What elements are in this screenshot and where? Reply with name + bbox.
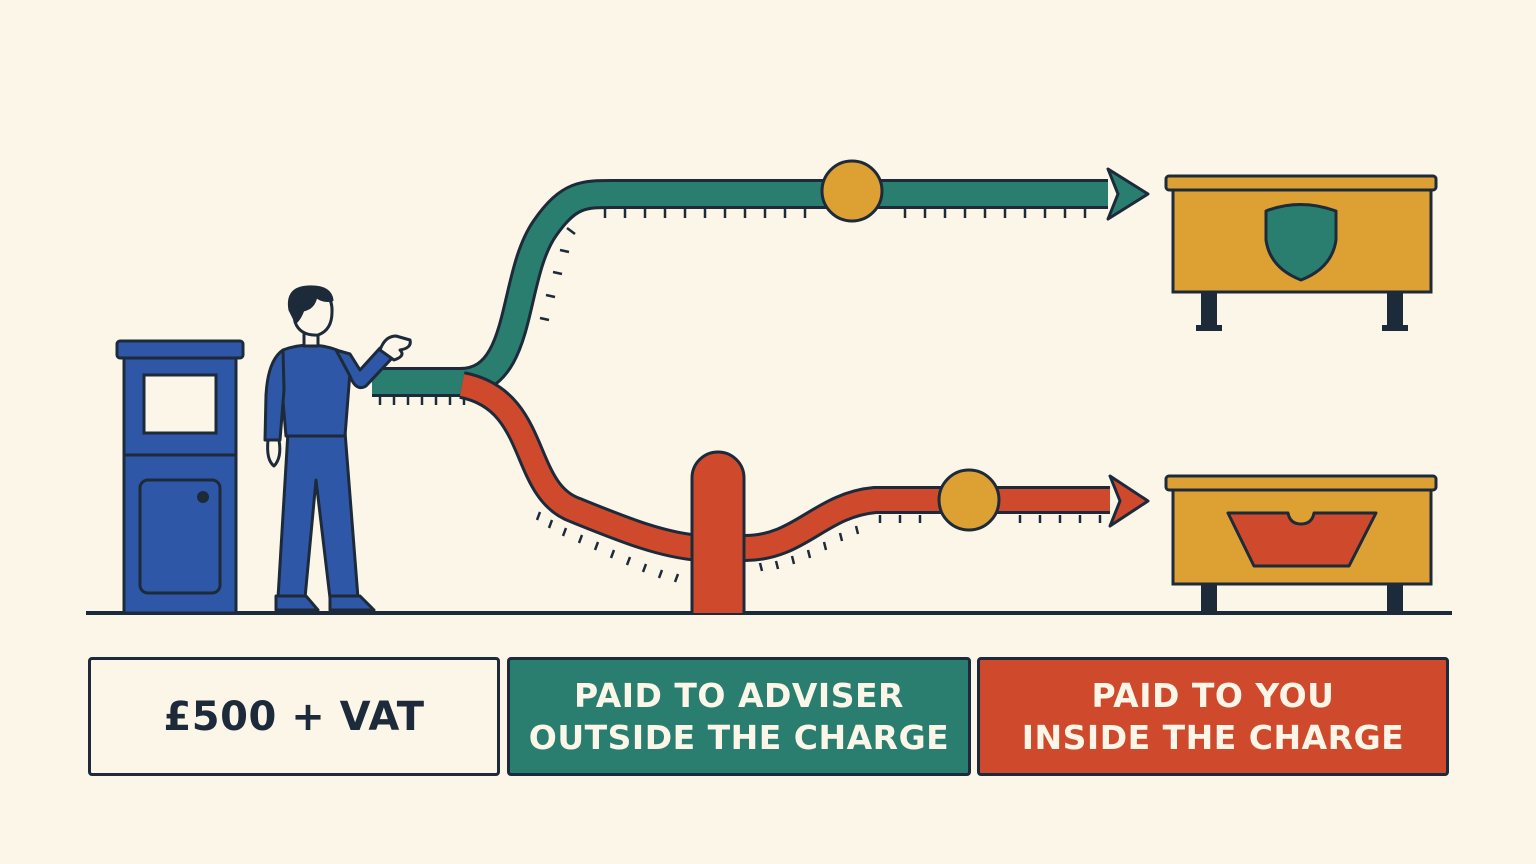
adviser-coin-icon (820, 159, 884, 223)
person-icon (263, 285, 412, 612)
you-label-line1: PAID TO YOU (1091, 676, 1335, 716)
basket-chest-icon (1164, 474, 1438, 613)
you-arrow-head (1108, 474, 1150, 528)
adviser-payment-path (372, 178, 1108, 397)
you-coin-icon (937, 468, 1001, 532)
adviser-arrow-head (1106, 167, 1150, 221)
you-payment-path (458, 371, 1110, 562)
shield-chest-icon (1164, 174, 1438, 331)
fee-amount-text: £500 + VAT (163, 693, 425, 740)
you-label-box: PAID TO YOU INSIDE THE CHARGE (977, 657, 1449, 776)
adviser-label-line1: PAID TO ADVISER (574, 676, 904, 716)
adviser-label-box: PAID TO ADVISER OUTSIDE THE CHARGE (507, 657, 971, 776)
adviser-label-line2: OUTSIDE THE CHARGE (528, 717, 950, 757)
pension-kiosk-icon (115, 339, 245, 615)
barrier-post-icon (690, 450, 746, 613)
fee-label-box: £500 + VAT (88, 657, 500, 776)
you-label-line2: INSIDE THE CHARGE (1021, 717, 1405, 757)
